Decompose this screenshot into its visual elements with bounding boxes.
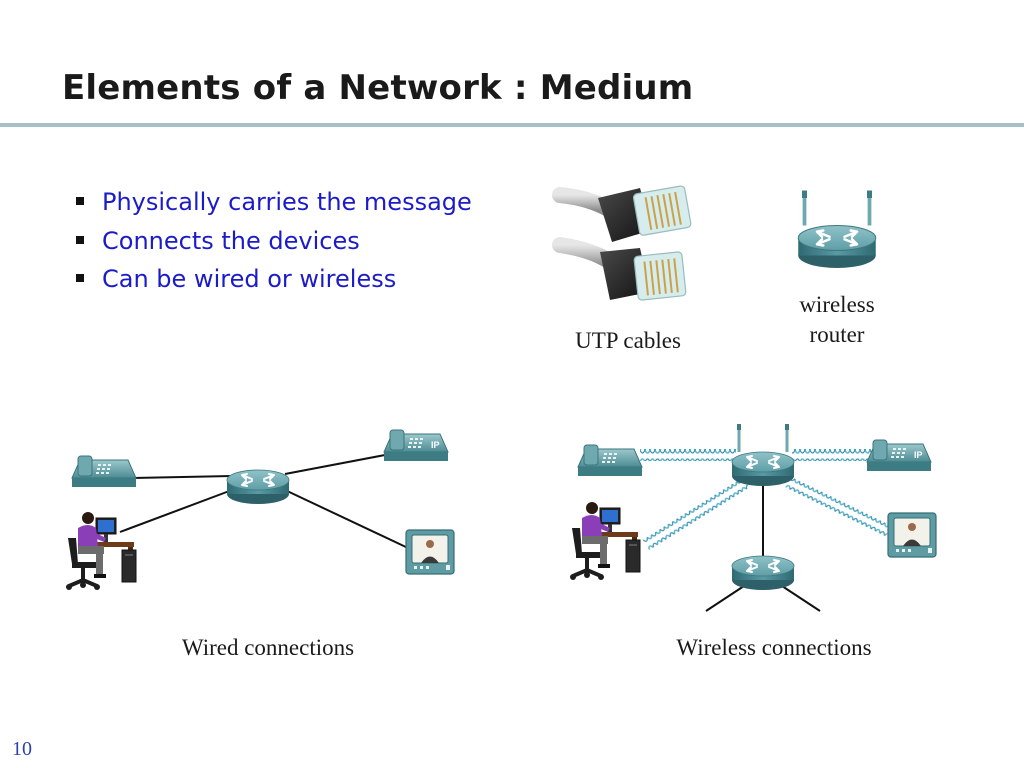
wireless-link bbox=[642, 477, 750, 551]
wireless-router-icon bbox=[731, 424, 795, 487]
wireless-link bbox=[640, 449, 736, 461]
title-divider bbox=[0, 123, 1024, 127]
page-number: 10 bbox=[12, 738, 32, 760]
wireless-diagram: IP bbox=[568, 424, 937, 612]
wired-diagram: IP bbox=[64, 429, 455, 592]
router-caption-line: wireless bbox=[799, 292, 875, 317]
bullet-item: Connects the devices bbox=[72, 223, 472, 262]
router-caption: wireless router bbox=[770, 290, 904, 350]
bullet-square-icon bbox=[76, 235, 84, 244]
bullet-square-icon bbox=[76, 197, 84, 205]
router-caption-line: router bbox=[809, 322, 865, 347]
workstation-user-icon bbox=[568, 500, 642, 582]
wireless-link bbox=[792, 449, 876, 461]
wired-caption: Wired connections bbox=[181, 635, 355, 660]
utp-cables-image bbox=[552, 185, 692, 301]
workstation-user-icon bbox=[64, 510, 138, 592]
bullet-list: Physically carries the message Connects … bbox=[72, 184, 472, 300]
ip-label: IP bbox=[914, 450, 923, 460]
ip-phone-icon bbox=[71, 455, 137, 488]
bullet-square-icon bbox=[76, 274, 84, 282]
router-icon bbox=[731, 555, 795, 591]
slide-title: Elements of a Network : Medium bbox=[62, 68, 694, 108]
video-monitor-icon bbox=[405, 529, 455, 575]
ip-phone-icon: IP bbox=[866, 439, 932, 472]
router-icon bbox=[226, 469, 290, 505]
wireless-link bbox=[785, 476, 892, 537]
ip-phone-icon bbox=[577, 444, 643, 477]
bullet-text: Connects the devices bbox=[102, 226, 360, 255]
bullet-text: Physically carries the message bbox=[102, 188, 472, 216]
bullet-text: Can be wired or wireless bbox=[102, 265, 397, 293]
wireless-caption: Wireless connections bbox=[676, 635, 872, 660]
video-monitor-icon bbox=[887, 512, 937, 558]
ip-phone-icon: IP bbox=[383, 429, 449, 462]
bullet-item: Physically carries the message bbox=[72, 184, 472, 223]
bullet-item: Can be wired or wireless bbox=[72, 261, 472, 300]
wireless-router-icon bbox=[797, 190, 877, 270]
ip-label: IP bbox=[431, 440, 440, 450]
utp-caption: UTP cables bbox=[575, 328, 681, 353]
